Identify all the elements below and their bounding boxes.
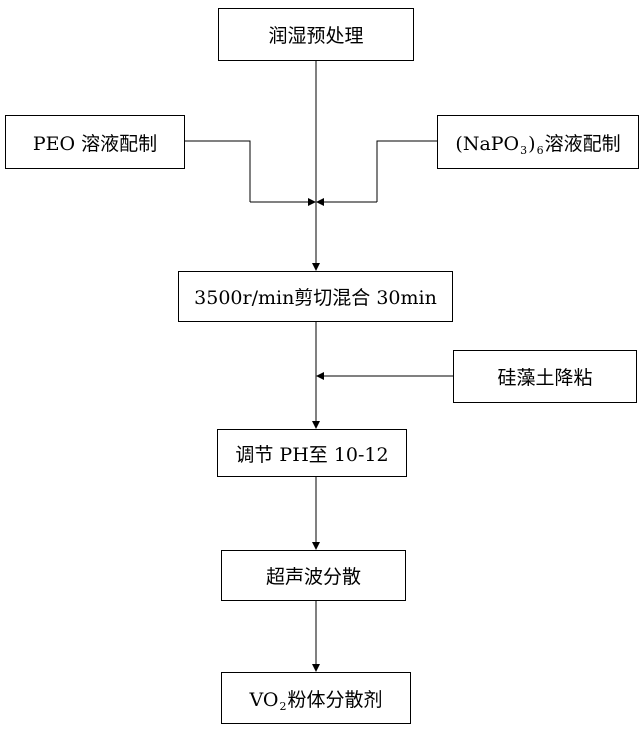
node-label: 超声波分散 xyxy=(266,562,361,589)
node-label: 调节 PH至 10-12 xyxy=(235,440,388,467)
node-shear-mixing: 3500r/min剪切混合 30min xyxy=(178,271,453,322)
node-diatomite-viscosity-reduction: 硅藻土降粘 xyxy=(453,350,637,403)
node-label: 3500r/min剪切混合 30min xyxy=(194,283,437,310)
formula-close: ) xyxy=(528,133,535,155)
node-ultrasonic-dispersion: 超声波分散 xyxy=(221,550,406,601)
connector-napo-elbow xyxy=(377,141,437,202)
formula-subscript-6: 6 xyxy=(537,144,544,157)
formula-rest: 粉体分散剂 xyxy=(287,685,382,712)
node-sodium-hexametaphosphate-solution-prep: (NaPO3)6溶液配制 xyxy=(437,115,639,169)
node-label: 硅藻土降粘 xyxy=(497,363,592,390)
formula-subscript-2: 2 xyxy=(279,700,286,713)
node-peo-solution-prep: PEO 溶液配制 xyxy=(5,115,185,169)
connector-peo-elbow xyxy=(185,141,250,202)
node-label: VO2粉体分散剂 xyxy=(250,685,383,712)
node-label: 润湿预处理 xyxy=(268,21,363,48)
formula-open: (NaPO xyxy=(455,133,519,155)
node-adjust-ph: 调节 PH至 10-12 xyxy=(217,429,407,477)
node-vo2-powder-dispersant: VO2粉体分散剂 xyxy=(221,672,411,724)
formula-pre: VO xyxy=(250,689,279,711)
formula-rest: 溶液配制 xyxy=(545,129,621,156)
formula-subscript-3: 3 xyxy=(520,144,527,157)
node-wetting-pretreatment: 润湿预处理 xyxy=(218,8,414,61)
node-label: PEO 溶液配制 xyxy=(33,129,157,156)
node-label: (NaPO3)6溶液配制 xyxy=(455,129,620,156)
